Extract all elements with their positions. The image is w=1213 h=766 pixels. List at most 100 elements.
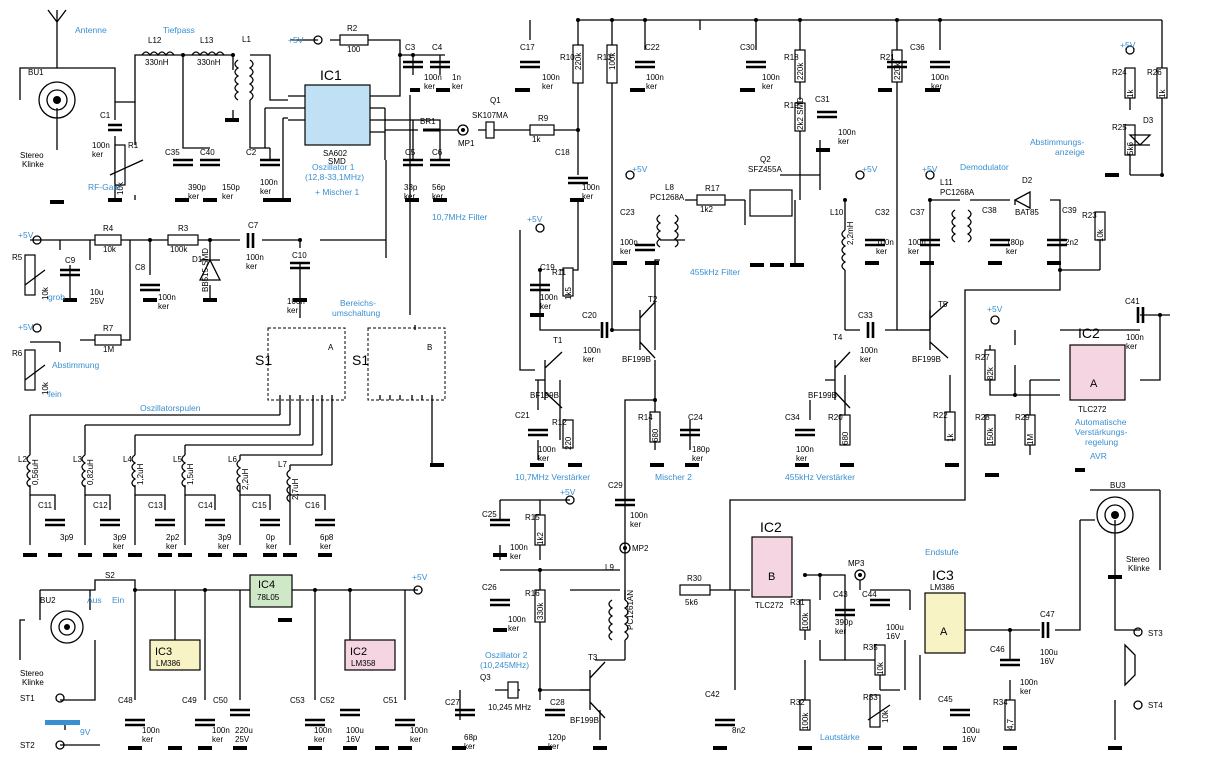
c29-value-1: ker	[630, 520, 641, 529]
avr-label-4: AVR	[1090, 451, 1107, 461]
r23-designator: R23	[1082, 211, 1097, 220]
r12-value: 220	[564, 436, 573, 450]
battery-label: 9V	[80, 727, 91, 737]
ic2b-name: IC2	[760, 519, 782, 535]
ic4-type: 78L05	[257, 593, 280, 602]
c52-designator: C52	[320, 696, 335, 705]
ic3-supply-box	[149, 639, 201, 671]
r17-designator: R17	[705, 184, 720, 193]
demodulator-label: Demodulator	[960, 162, 1009, 172]
jacks	[32, 9, 1143, 750]
t3-designator: T3	[588, 653, 598, 662]
r20-value: 680	[841, 431, 850, 445]
c25-value-1: ker	[510, 552, 521, 561]
r24-designator: R24	[1112, 68, 1127, 77]
c38-designator: C38	[982, 206, 997, 215]
c47-value-1: 16V	[1040, 657, 1055, 666]
c51-value-0: 100n	[410, 726, 428, 735]
c8-designator: C8	[135, 263, 146, 272]
r19-value: 2k2 SMD	[796, 97, 805, 130]
component-labels: R110kR2100R3100kR410kR510kR610kR71MR91kR…	[12, 24, 1167, 751]
ic3-box	[924, 592, 966, 654]
mischer2-label: Mischer 2	[655, 472, 692, 482]
r11-designator: R11	[552, 268, 567, 277]
l13-designator: L13	[200, 36, 214, 45]
wiring	[19, 19, 1170, 746]
r28-value: 150k	[986, 427, 995, 445]
ic2a-box	[1069, 344, 1126, 401]
ground-symbols	[23, 88, 1122, 750]
ic2b-box	[751, 536, 793, 598]
c19-value-1: ker	[540, 302, 551, 311]
r5-value: 10k	[41, 286, 50, 300]
r30-designator: R30	[687, 574, 702, 583]
q2-designator: Q2	[760, 155, 771, 164]
l11-value: PC1268A	[940, 188, 975, 197]
c41-designator: C41	[1125, 297, 1140, 306]
c6-value-1: ker	[432, 192, 443, 201]
st4-label: ST4	[1148, 701, 1163, 710]
r32-value: 100k	[801, 712, 810, 730]
transistor-bodies	[198, 121, 1152, 719]
c50-value-0: 220u	[235, 726, 253, 735]
r10-designator: R10	[560, 53, 575, 62]
c51-designator: C51	[383, 696, 398, 705]
ic3-supply-type: LM386	[156, 659, 181, 668]
c32-value-1: ker	[876, 247, 887, 256]
c4-designator: C4	[432, 43, 443, 52]
c10-value-1: ker	[287, 306, 298, 315]
c27-designator: C27	[445, 698, 460, 707]
c41-value-1: ker	[1126, 342, 1137, 351]
resistor-bodies	[24, 34, 1168, 731]
c12-value-1: ker	[113, 542, 124, 551]
plus5-8: +5V	[987, 304, 1003, 314]
junctions	[133, 18, 1164, 692]
q2-value: SFZ455A	[748, 165, 782, 174]
l7-value: 2,7uH	[291, 478, 300, 500]
r13-designator: R13	[597, 53, 612, 62]
ic1-name: IC1	[320, 67, 342, 83]
r27-value: 82k	[986, 366, 995, 380]
osc1-range-label: (12,8-33,1MHz)	[305, 172, 364, 182]
l5-designator: L5	[173, 455, 182, 464]
c44-value-1: 16V	[886, 632, 901, 641]
c16-designator: C16	[305, 501, 320, 510]
r32-designator: R32	[790, 698, 805, 707]
r3-designator: R3	[178, 224, 189, 233]
t2-value: BF199B	[622, 355, 651, 364]
mp3-designator: MP3	[848, 559, 865, 568]
c22-value-0: 100n	[646, 73, 664, 82]
c44-value-0: 100u	[886, 623, 904, 632]
c46-value-1: ker	[1020, 687, 1031, 696]
bu2-label: BU2	[40, 596, 56, 605]
v107-label: 10,7MHz Verstärker	[515, 472, 590, 482]
c3-value-0: 100n	[424, 73, 442, 82]
c39-designator: C39	[1062, 206, 1077, 215]
c20-value-0: 100n	[583, 346, 601, 355]
r25-designator: R25	[1112, 123, 1127, 132]
c26-value-0: 100n	[508, 615, 526, 624]
abst-anzeige-label-1: Abstimmungs-	[1030, 137, 1084, 147]
r20-designator: R20	[828, 413, 843, 422]
c34-designator: C34	[785, 413, 800, 422]
l2-value: 0,56uH	[31, 459, 40, 485]
c19-designator: C19	[540, 263, 555, 272]
c11-designator: C11	[38, 501, 53, 510]
plus5-1: +5V	[288, 35, 304, 45]
c22-value-1: ker	[646, 82, 657, 91]
ic1-sub: SMD	[328, 157, 346, 166]
r6-value: 10k	[41, 381, 50, 395]
r9-value: 1k	[532, 135, 541, 144]
c45-value-0: 100u	[962, 726, 980, 735]
c13-value-1: ker	[166, 542, 177, 551]
c13-value-0: 2p2	[166, 533, 180, 542]
c35-designator: C35	[165, 148, 180, 157]
c27-value-1: ker	[464, 742, 475, 751]
mp2-designator: MP2	[632, 544, 649, 553]
plus5-11: +5V	[412, 572, 428, 582]
c48-designator: C48	[118, 696, 133, 705]
c37-value-0: 100n	[908, 238, 926, 247]
osc1-label: Oszillator 1	[312, 162, 355, 172]
st1-label: ST1	[20, 694, 35, 703]
l6-designator: L6	[228, 455, 237, 464]
